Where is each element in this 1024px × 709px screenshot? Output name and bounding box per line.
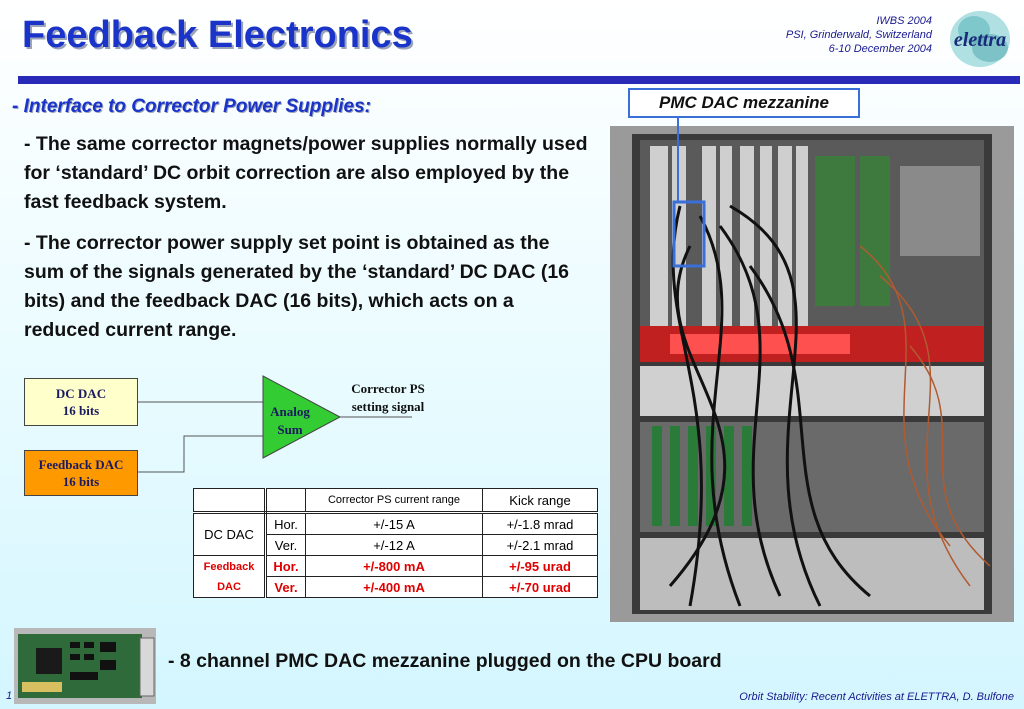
current-range-header: Corrector PS current range [305, 488, 483, 514]
paragraph-1: - The same corrector magnets/power suppl… [24, 133, 588, 213]
section-subtitle: - Interface to Corrector Power Supplies: [12, 96, 371, 117]
board-caption: - 8 channel PMC DAC mezzanine plugged on… [168, 650, 722, 672]
output-signal-line1: Corrector PS [351, 381, 425, 396]
current-cell: +/-15 A [305, 512, 483, 535]
elettra-logo: elettra [950, 11, 1010, 67]
table-row: Ver. +/-400 mA +/-70 urad [194, 576, 598, 598]
table-row: DC DAC Hor. +/-15 A +/-1.8 mrad [193, 512, 598, 556]
paragraph-2: - The corrector power supply set point i… [24, 232, 570, 341]
output-signal-line2: setting signal [351, 399, 425, 414]
dc-dac-row-label: DC DAC [193, 512, 267, 556]
analog-sum-line2: Sum [277, 422, 303, 437]
page-number: 1 [6, 690, 13, 702]
table-corner-cell [193, 488, 267, 514]
current-cell: +/-12 A [305, 534, 483, 556]
plane-cell: Ver. [265, 576, 306, 598]
pmc-board-photo [14, 628, 156, 704]
table-row: Ver. +/-12 A +/-2.1 mrad [194, 534, 598, 556]
dc-dac-box: DC DAC 16 bits [24, 378, 138, 426]
conference-location: PSI, Grinderwald, Switzerland [785, 29, 932, 41]
kick-range-header: Kick range [482, 488, 598, 514]
output-signal-label: Corrector PS setting signal [338, 380, 438, 416]
kick-cell: +/-95 urad [482, 555, 598, 577]
title-underline [18, 76, 1020, 84]
dc-dac-label: DC DAC [55, 386, 107, 401]
feedback-row-label-line1: Feedback [203, 560, 255, 573]
feedback-dac-row-label: Feedback DAC [193, 555, 267, 598]
conference-name: IWBS 2004 [876, 15, 932, 27]
feedback-dac-bits: 16 bits [62, 474, 100, 489]
svg-text:elettra: elettra [954, 29, 1006, 51]
kick-cell: +/-2.1 mrad [482, 534, 598, 556]
feedback-dac-box: Feedback DAC 16 bits [24, 450, 138, 496]
table-header-row: Corrector PS current range Kick range [193, 488, 598, 514]
conference-info: IWBS 2004 PSI, Grinderwald, Switzerland … [786, 14, 932, 56]
analog-sum-label: Analog Sum [262, 403, 318, 439]
kick-cell: +/-1.8 mrad [482, 512, 598, 535]
feedback-row-label-line2: DAC [217, 580, 241, 593]
plane-cell: Hor. [265, 512, 306, 535]
analog-sum-line1: Analog [270, 404, 310, 419]
kick-cell: +/-70 urad [482, 576, 598, 598]
range-table: Corrector PS current range Kick range DC… [193, 488, 598, 598]
current-cell: +/-800 mA [305, 555, 483, 577]
plane-cell: Ver. [265, 534, 306, 556]
conference-dates: 6-10 December 2004 [828, 43, 932, 55]
table-row: Feedback DAC Hor. +/-800 mA +/-95 urad [193, 555, 598, 598]
dc-dac-bits: 16 bits [62, 403, 100, 418]
feedback-dac-label: Feedback DAC [38, 457, 124, 472]
plane-cell: Hor. [265, 555, 306, 577]
crate-photo [610, 126, 1014, 622]
current-cell: +/-400 mA [305, 576, 483, 598]
table-plane-header [265, 488, 306, 514]
pmc-dac-callout-label: PMC DAC mezzanine [628, 88, 860, 118]
slide-footer: Orbit Stability: Recent Activities at EL… [739, 691, 1014, 703]
slide-title: Feedback Electronics [22, 14, 413, 56]
